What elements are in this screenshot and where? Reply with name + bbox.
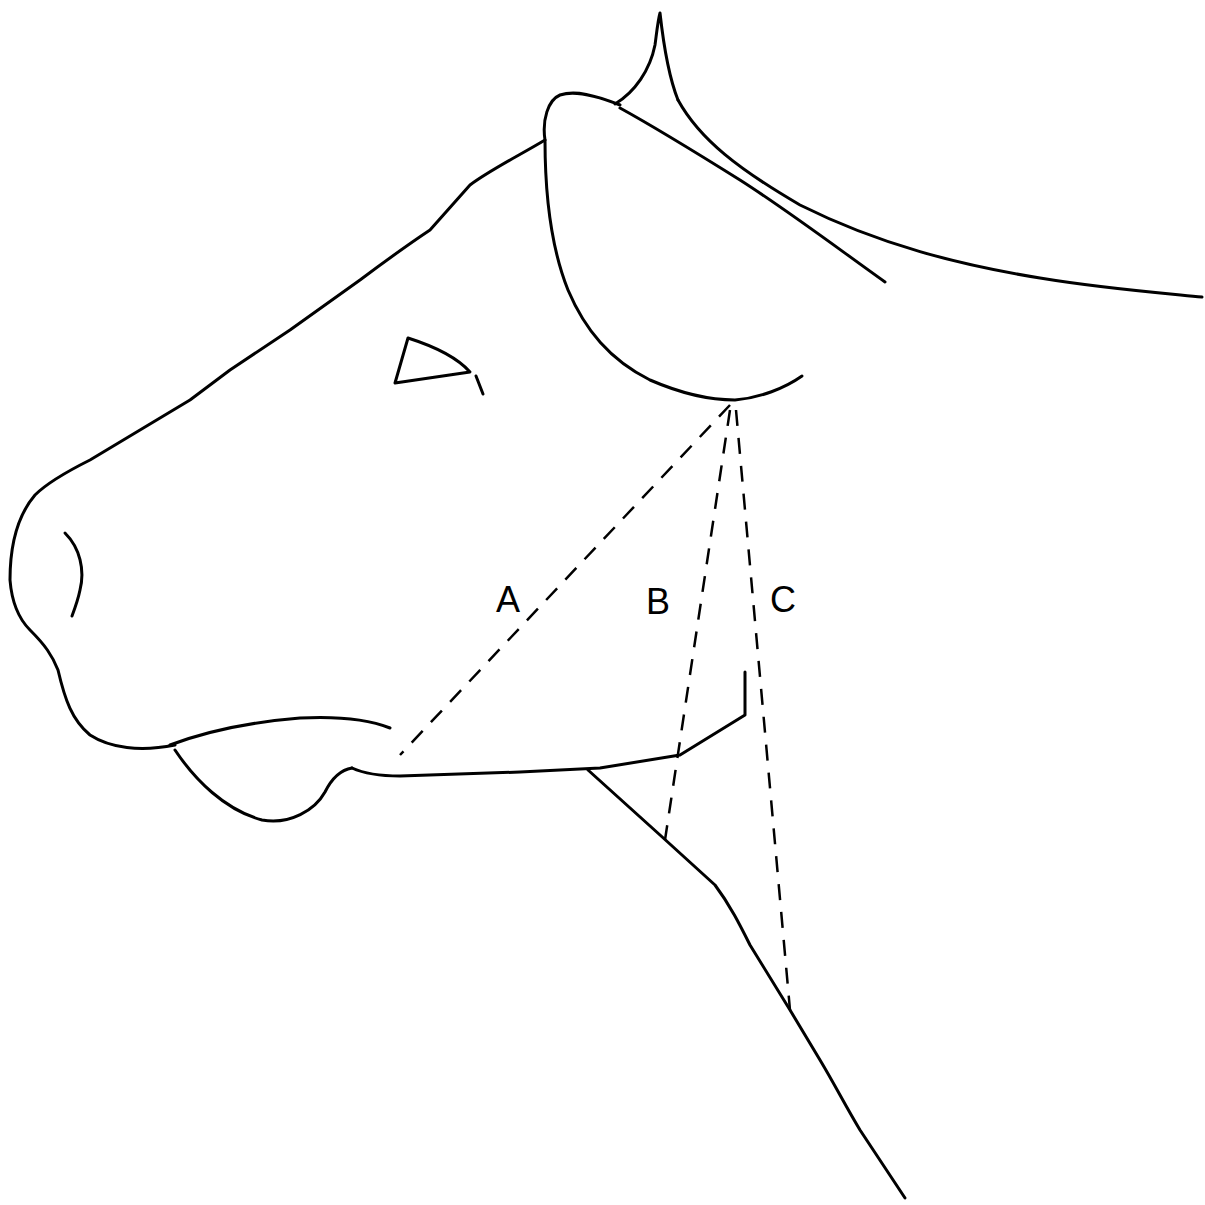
dashed-line-a: [400, 405, 730, 755]
neck-underside: [588, 770, 905, 1198]
upper-lip: [170, 717, 390, 745]
eye: [395, 338, 483, 394]
callout-letter: A: [494, 582, 522, 618]
head-outline: [10, 140, 545, 748]
dashed-line-c: [736, 410, 790, 1010]
horn: [615, 13, 678, 104]
callout-letter: B: [644, 584, 672, 620]
callout-letter: C: [768, 582, 798, 618]
ear-top-edge: [620, 108, 885, 282]
nostril: [65, 533, 82, 616]
jaw-line: [352, 672, 745, 776]
neck-top: [678, 100, 1202, 297]
chin: [175, 750, 352, 821]
dashed-line-b: [665, 410, 730, 840]
